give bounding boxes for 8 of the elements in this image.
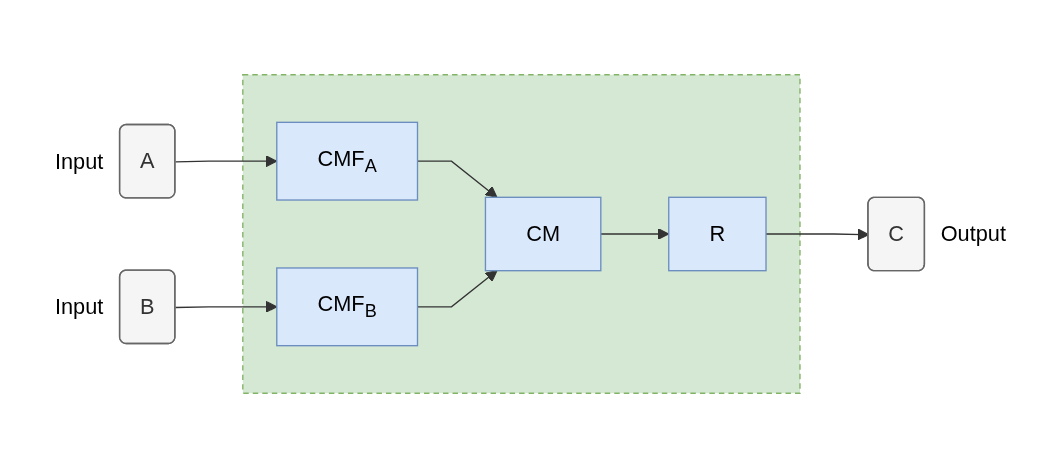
node-box: R [668, 196, 767, 272]
cluster [242, 74, 801, 394]
node-caption: Input [54, 148, 104, 174]
node-caption: Output [940, 221, 1006, 247]
node-box: CMF$_{A}$ [276, 121, 419, 201]
node-box: CM [484, 196, 602, 272]
node-caption: Input [54, 294, 104, 320]
node-box: CMF$_{B}$ [276, 267, 419, 347]
